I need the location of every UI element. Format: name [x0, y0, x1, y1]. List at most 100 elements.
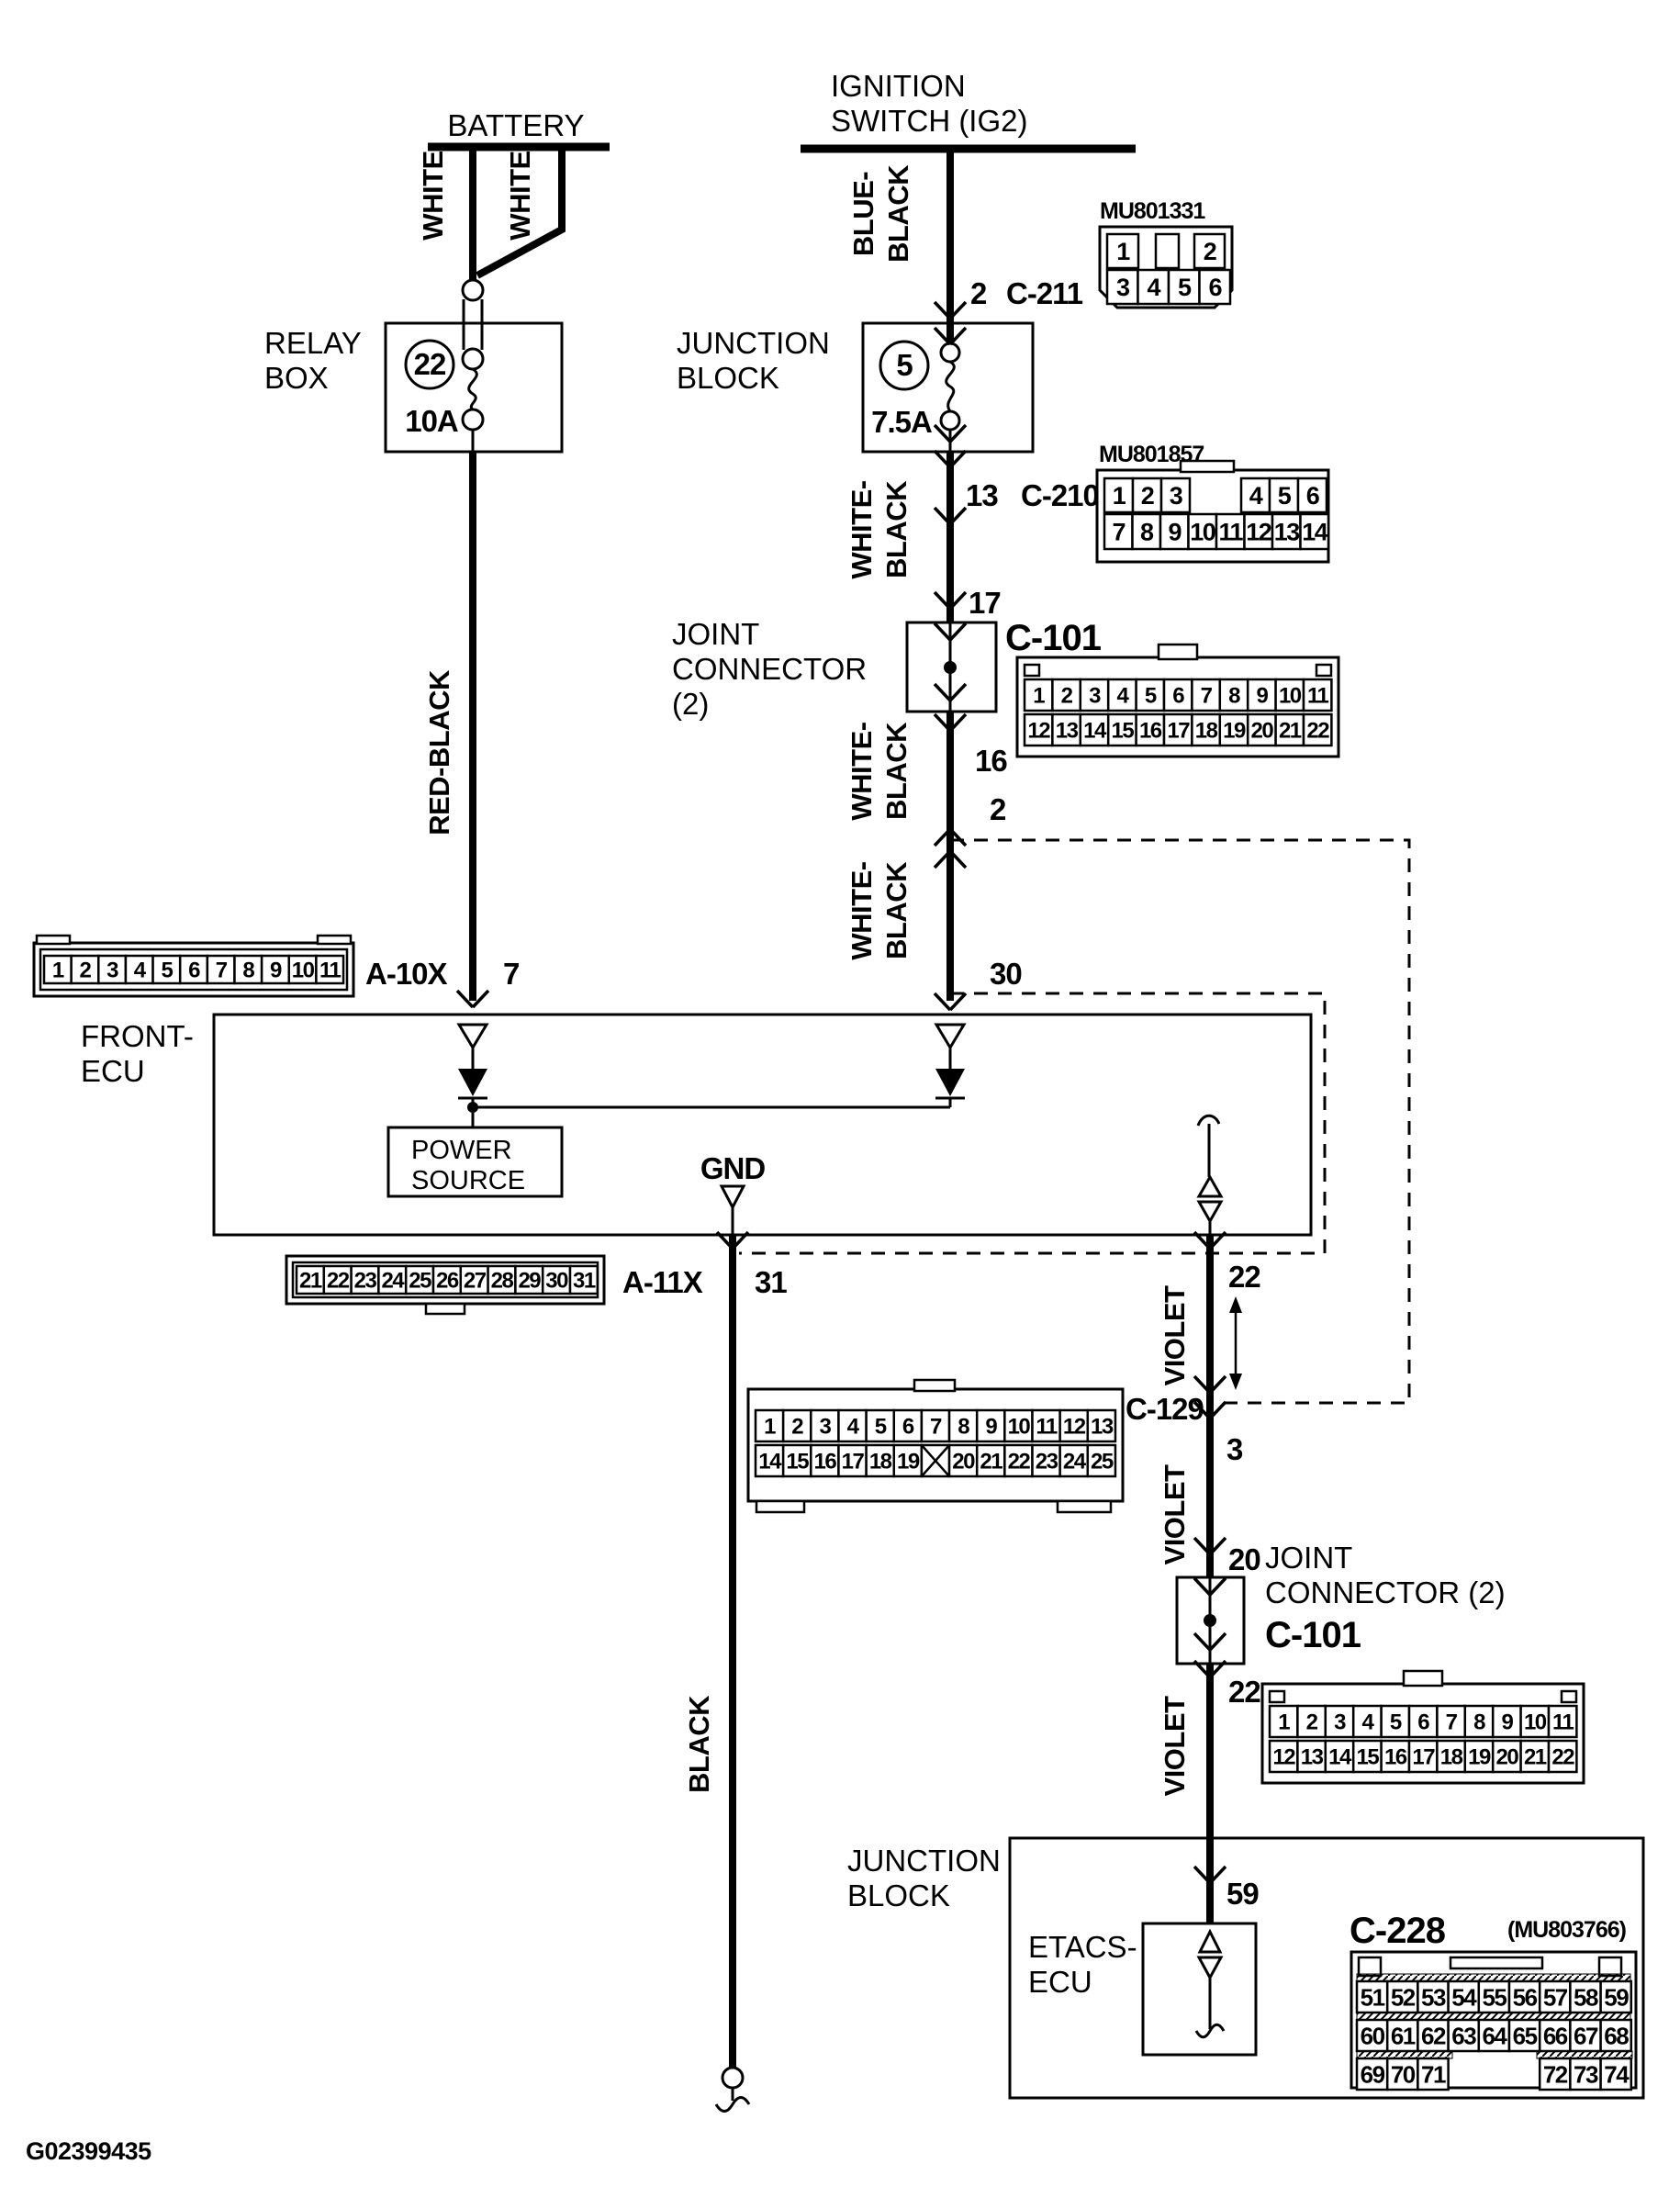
connector-tab: [1357, 1956, 1383, 1978]
pin-cell: [1103, 512, 1134, 551]
connector-tab: [1268, 1689, 1286, 1704]
pin-cell: [1246, 678, 1277, 712]
pin-cell: [1003, 1443, 1034, 1478]
joint-connector-bottom-label-line1: JOINT: [1265, 1541, 1352, 1575]
pin-cell: [1417, 1979, 1450, 2014]
pin-cell-number: 16: [1139, 719, 1162, 744]
fuse-5-number: 5: [896, 348, 913, 382]
pin-cell: [1187, 512, 1218, 551]
pin-cell-number: 14: [1328, 1745, 1352, 1770]
pin-cell-number: 15: [1357, 1745, 1380, 1770]
pin-cell-number: 24: [381, 1269, 405, 1294]
pin-cell-number: 26: [436, 1269, 459, 1294]
pin-cell: [487, 1264, 517, 1295]
pin-cell-number: 5: [1178, 274, 1192, 301]
connector-name-c101-top: C-101: [1005, 618, 1102, 658]
pin-cell-number: 4: [1249, 482, 1263, 510]
pin-cell-number: 22: [327, 1269, 350, 1294]
gnd-label: GND: [700, 1151, 766, 1185]
dashed-path-branch30: [739, 992, 1327, 1255]
relay-box-label-line1: RELAY: [264, 326, 362, 360]
pin-cell: [1268, 1739, 1299, 1774]
part-number-mu801857: MU801857: [1099, 442, 1204, 467]
pin-cell: [920, 1408, 951, 1443]
pin-cell: [459, 1264, 489, 1295]
pin-cell: [1519, 1704, 1551, 1739]
pin-cell-number: 66: [1543, 2022, 1568, 2049]
pin-cell: [1299, 512, 1330, 551]
junction-block-top-label-line1: JUNCTION: [677, 326, 830, 360]
connector-tab: [1157, 643, 1199, 661]
fuse-22-number: 22: [414, 347, 446, 381]
diode-junction-dot: [467, 1102, 478, 1113]
pin-cell-number: 20: [1251, 719, 1274, 744]
pin-cell: [1407, 1704, 1439, 1739]
pin-cell: [1154, 232, 1181, 270]
pin-cell-number: 8: [1473, 1710, 1485, 1735]
joint2-junction-dot: [1204, 1614, 1216, 1627]
pin-cell: [1351, 1704, 1383, 1739]
pin-20: 20: [1228, 1542, 1260, 1576]
connector-tab: [1402, 1669, 1444, 1688]
pin-cell: [315, 954, 345, 985]
connector-tab: [1315, 663, 1333, 678]
pin-cell-number: 6: [1208, 274, 1222, 301]
pin-cell: [1031, 1443, 1061, 1478]
pin-cell-number: 3: [1089, 684, 1101, 709]
pin-cell-number: 24: [1063, 1450, 1087, 1475]
pin-cell: [1599, 2018, 1633, 2053]
pin-cell: [781, 1443, 812, 1478]
pin-cell-number: 9: [1256, 684, 1268, 709]
pin-cell: [1051, 712, 1082, 747]
pin-cell-number: 5: [875, 1415, 887, 1440]
pin-cell: [1407, 1739, 1439, 1774]
pin-2-branch: 2: [990, 792, 1006, 826]
wire-label-violet-3: VIOLET: [1159, 1696, 1191, 1797]
pin-cell-number: 21: [299, 1269, 322, 1294]
pin-cell: [1296, 1739, 1327, 1774]
wire-label-black: BLACK: [683, 1695, 715, 1793]
symbols: [404, 278, 1242, 2113]
pin-cell-number: 19: [1223, 719, 1246, 744]
pin-cell: [892, 1408, 924, 1443]
diode-battery-input-icon: [456, 1023, 489, 1107]
pin-cell-number: 22: [1306, 719, 1329, 744]
connector-tab: [1179, 459, 1236, 474]
pin-cell-number: 12: [1272, 1745, 1295, 1770]
pin-cell-number: 7: [1201, 684, 1213, 709]
pin-cell-number: 21: [1524, 1745, 1547, 1770]
pin-cell-number: 15: [786, 1450, 809, 1475]
fuse-22-rating: 10A: [405, 404, 458, 438]
pin-cell: [42, 954, 73, 985]
etacs-input-symbol-icon: [1194, 1928, 1226, 2039]
connector-name-c101-bottom: C-101: [1265, 1615, 1361, 1655]
dashed-internal-wiring: [739, 838, 1411, 1405]
pin-cell-number: 8: [958, 1415, 969, 1440]
pin-cell: [975, 1408, 1006, 1443]
pin-cell: [754, 1408, 785, 1443]
pin-cell-number: 6: [1417, 1710, 1429, 1735]
pin-cell-number: 1: [52, 959, 64, 983]
front-ecu-box: [212, 1013, 1313, 1237]
connector-tab: [755, 1499, 806, 1514]
pin-cell: [514, 1264, 544, 1295]
pin-cell-number: 7: [930, 1415, 942, 1440]
pin-cell: [206, 954, 236, 985]
pin-17: 17: [969, 586, 1001, 620]
pin-cell-number: 72: [1543, 2060, 1568, 2088]
pin-cell-number: 25: [1091, 1450, 1114, 1475]
pin-cell: [1302, 678, 1333, 712]
pin-cell: [1302, 712, 1333, 747]
component-boxes: [212, 321, 1645, 2100]
pin-cell-number: 10: [292, 959, 315, 983]
pin-cell: [1023, 678, 1054, 712]
wire-label-white-black-2a: WHITE-: [846, 722, 878, 820]
pin-cell-number: 17: [1412, 1745, 1435, 1770]
